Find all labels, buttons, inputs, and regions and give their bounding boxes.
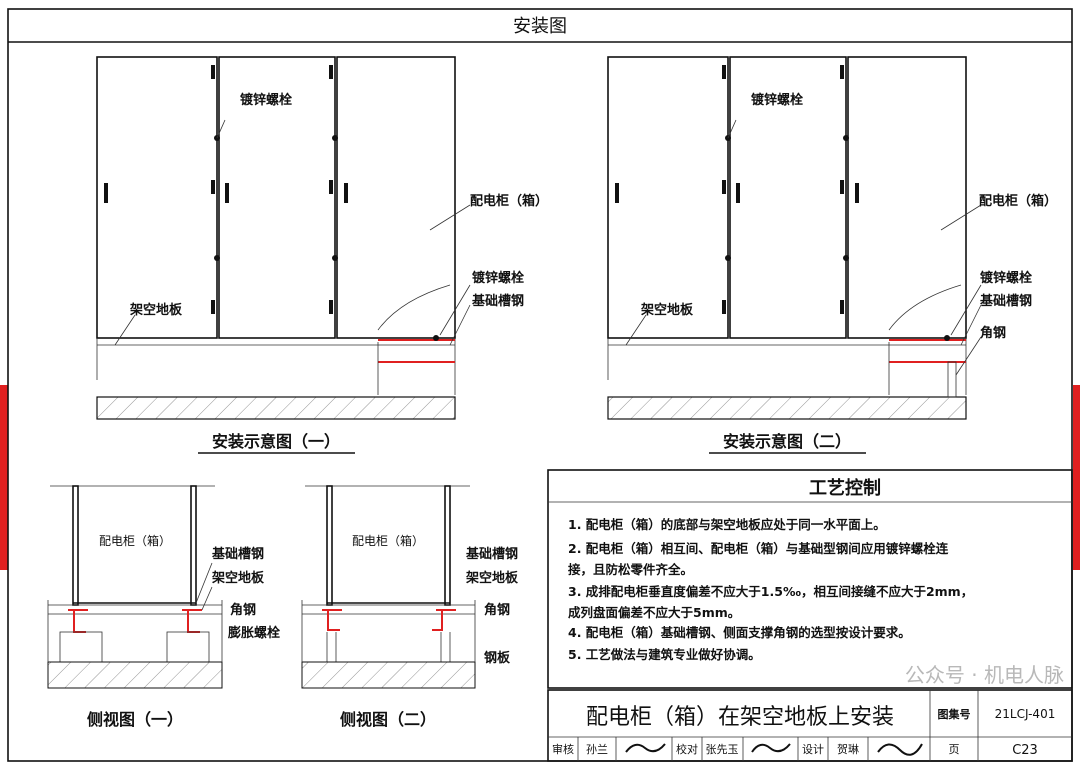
process-title: 工艺控制	[809, 477, 881, 499]
label-text: 架空地板	[465, 570, 519, 586]
label-text: 镀锌螺栓	[751, 92, 803, 108]
label-text: 架空地板	[129, 302, 183, 318]
process-item: 3. 成排配电柜垂直度偏差不应大于1.5‰，相互间接缝不应大于2mm，	[568, 584, 973, 599]
watermark: 公众号 · 机电人脉	[905, 663, 1064, 687]
label-text: 审核	[552, 742, 574, 756]
left-red-tab	[0, 385, 8, 570]
label-text: 张先玉	[706, 743, 739, 756]
label-text: 钢板	[484, 650, 511, 666]
label-text: 膨胀螺栓	[227, 625, 280, 641]
elevation-1: 镀锌螺栓 配电柜（箱） 镀锌螺栓 基础槽钢 架空地板 安装示意图（一）	[96, 56, 548, 454]
process-item: 4. 配电柜（箱）基础槽钢、侧面支撑角钢的选型按设计要求。	[568, 625, 911, 640]
process-item: 5. 工艺做法与建筑专业做好协调。	[568, 647, 761, 662]
elevation-2: 镀锌螺栓 配电柜（箱） 镀锌螺栓 基础槽钢 角钢 架空地板 安装示意图（二）	[607, 56, 1057, 454]
label-text: 图集号	[938, 707, 971, 721]
label-text: 页	[949, 743, 960, 756]
label-text: 配电柜（箱）	[470, 193, 548, 209]
label-text: 基础槽钢	[471, 293, 524, 309]
label-text: 配电柜（箱）	[99, 533, 171, 548]
side-view-2: 配电柜（箱） 基础槽钢 架空地板 角钢 钢板 侧视图（二）	[301, 485, 519, 729]
label-text: 设计	[802, 743, 824, 756]
cabinet-1	[96, 56, 218, 339]
label-text: 镀锌螺栓	[980, 270, 1032, 286]
cabinet-2	[218, 56, 336, 339]
label-text: 基础槽钢	[211, 546, 264, 562]
label-text: 架空地板	[640, 302, 694, 318]
side-view-1: 配电柜（箱） 基础槽钢 架空地板 角钢 膨胀螺栓 侧视图（一）	[47, 485, 280, 729]
process-item: 2. 配电柜（箱）相互间、配电柜（箱）与基础型钢间应用镀锌螺栓连	[568, 541, 949, 556]
process-item: 成列盘面偏差不应大于5mm。	[568, 605, 740, 620]
process-item: 1. 配电柜（箱）的底部与架空地板应处于同一水平面上。	[568, 517, 886, 532]
label-text: 配电柜（箱）	[352, 533, 424, 548]
label-text: 安装示意图（一）	[212, 432, 340, 451]
label-text: 基础槽钢	[979, 293, 1032, 309]
label-text: 安装示意图（二）	[723, 432, 851, 451]
designer-signature	[877, 743, 923, 756]
checker-signature	[751, 743, 791, 753]
drawing-frame	[7, 8, 1073, 762]
label-text: 贺琳	[837, 742, 859, 756]
process-control-panel: 工艺控制 1. 配电柜（箱）的底部与架空地板应处于同一水平面上。 2. 配电柜（…	[547, 469, 1073, 689]
label-text: 角钢	[230, 602, 256, 618]
label-text: 21LCJ-401	[995, 707, 1056, 721]
right-red-tab	[1073, 385, 1080, 570]
label-text: 侧视图（二）	[340, 710, 436, 729]
label-text: 配电柜（箱）	[979, 193, 1057, 209]
label-text: 基础槽钢	[465, 546, 518, 562]
label-text: C23	[1012, 743, 1038, 758]
label-text: 镀锌螺栓	[240, 92, 292, 108]
label-text: 角钢	[484, 602, 510, 618]
label-text: 镀锌螺栓	[472, 270, 524, 286]
label-text: 校对	[676, 742, 698, 756]
process-item: 接，且防松零件齐全。	[568, 562, 693, 577]
drawing-title: 配电柜（箱）在架空地板上安装	[586, 705, 894, 730]
sheet-title: 安装图	[513, 16, 567, 37]
label-text: 孙兰	[586, 743, 608, 756]
title-block: 配电柜（箱）在架空地板上安装 图集号 21LCJ-401 审核 孙兰 校对 张先…	[547, 689, 1073, 762]
reviewer-signature	[625, 743, 666, 753]
label-text: 架空地板	[211, 570, 265, 586]
cabinet-3	[336, 56, 456, 339]
label-text: 角钢	[980, 325, 1006, 341]
label-text: 侧视图（一）	[87, 710, 183, 729]
